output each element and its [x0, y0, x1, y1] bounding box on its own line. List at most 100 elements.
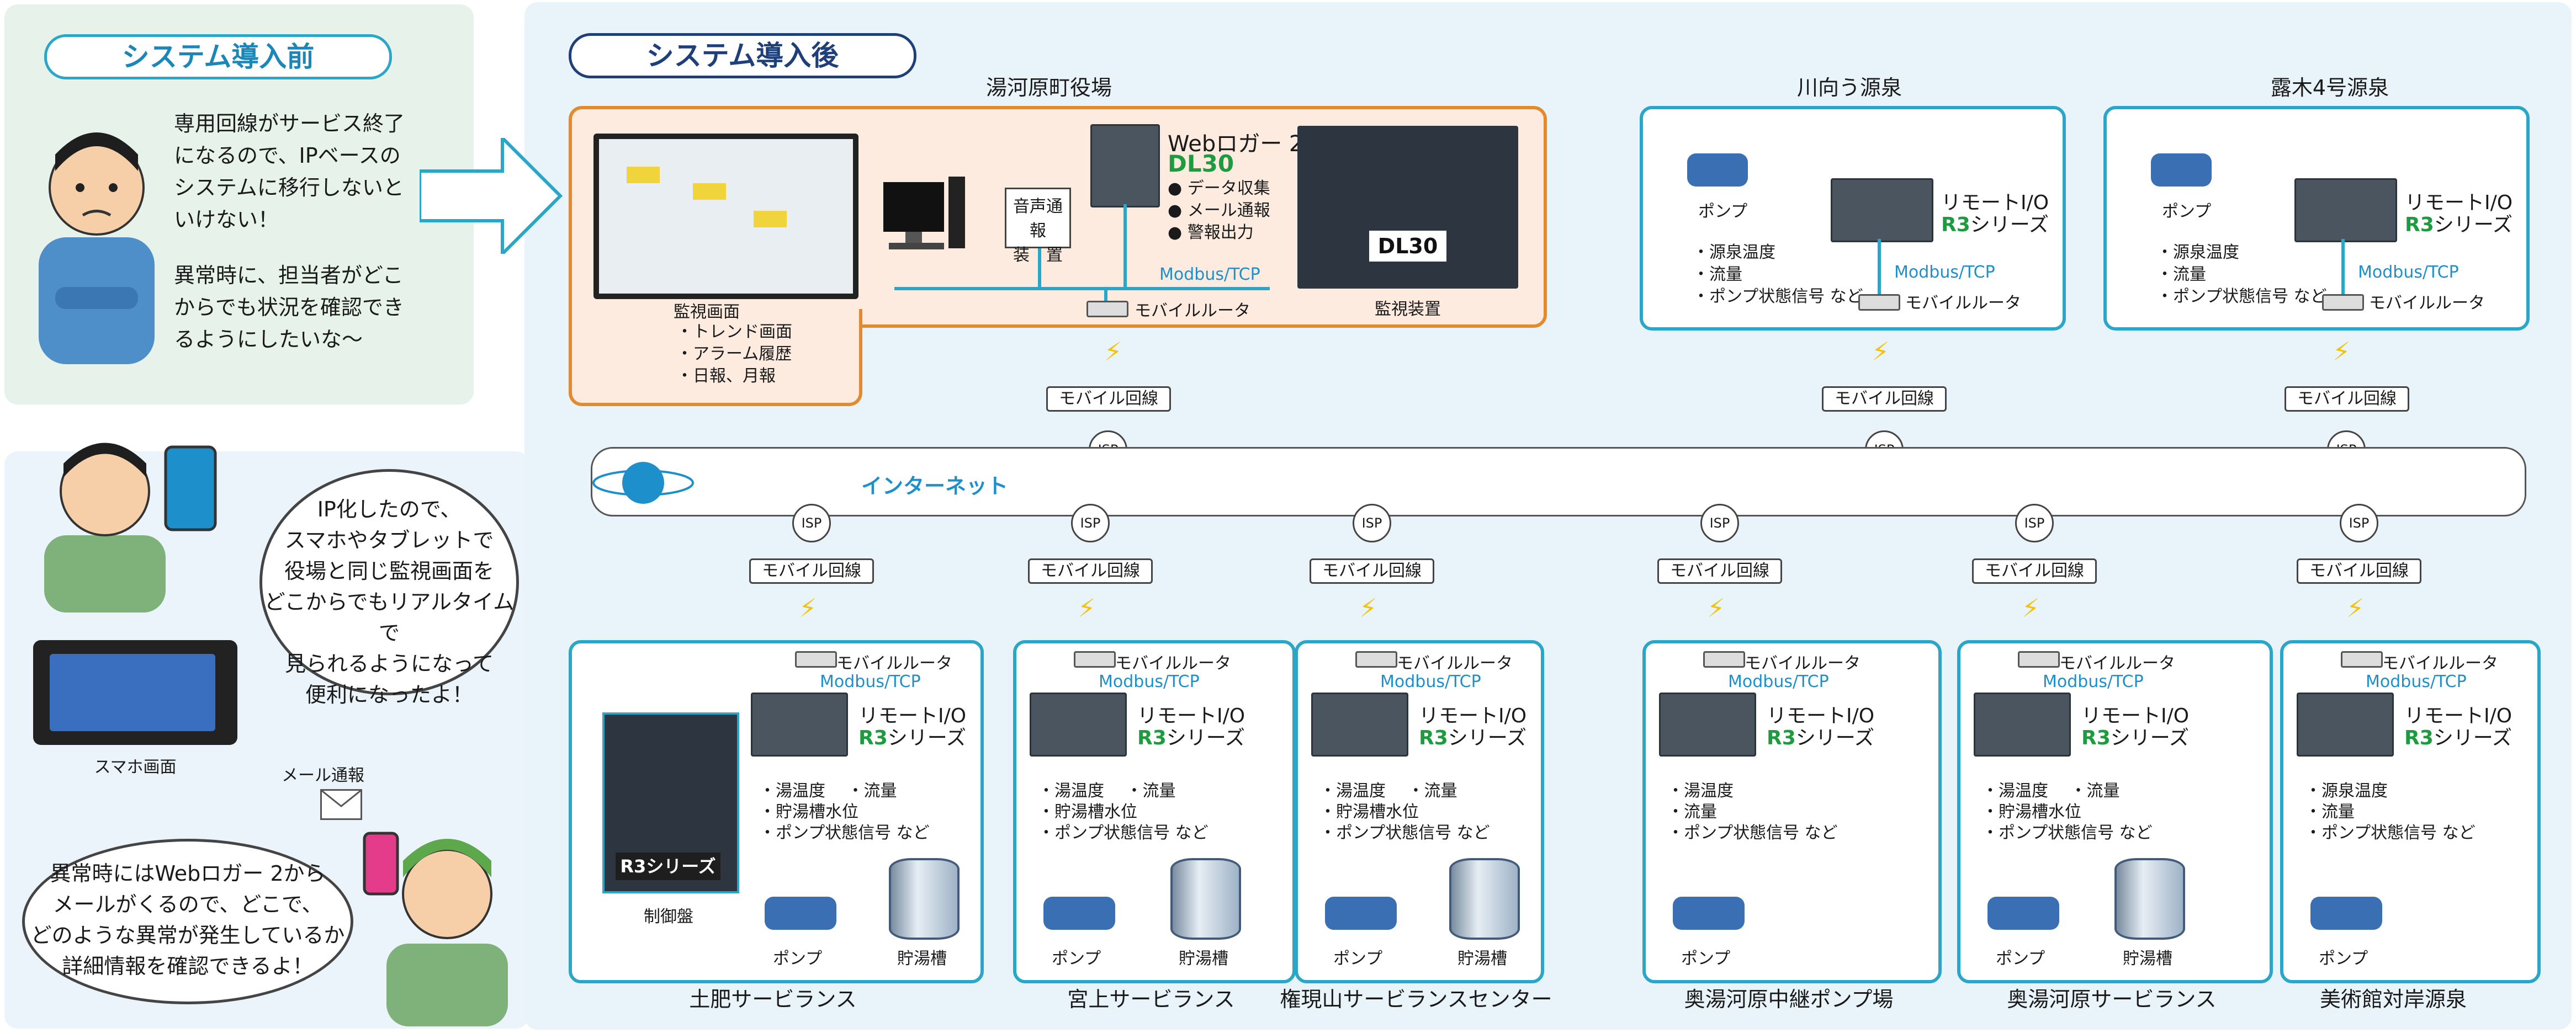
bubble-line: IP化したので、 — [317, 497, 462, 521]
signal-list: ・源泉温度 ・流量 ・ポンプ状態信号 など — [2305, 781, 2476, 844]
feature-item: ● メール通報 — [1168, 201, 1270, 220]
r3-series-label: R3シリーズ — [2404, 722, 2512, 750]
mobile-router-icon — [1858, 294, 1900, 311]
signal-list: ・湯温度 ・流量 ・貯湯槽水位 ・ポンプ状態信号 など — [1319, 781, 1490, 844]
after-title: システム導入後 — [569, 33, 916, 78]
before-title: システム導入前 — [44, 34, 392, 79]
modbus-label: Modbus/TCP — [1099, 672, 1200, 691]
dl30-logger-unit — [1090, 124, 1160, 207]
modbus-label: Modbus/TCP — [2358, 263, 2459, 282]
phone-caption: スマホ画面 — [94, 758, 177, 777]
hot-water-tank-icon — [1449, 858, 1520, 940]
remote-io-label: リモートI/O — [1941, 191, 2049, 214]
r3-name: R3 — [858, 727, 888, 749]
signal-item: ・ポンプ状態信号 など — [2305, 823, 2476, 843]
pump-label: ポンプ — [1333, 949, 1383, 968]
mobile-router-icon — [2341, 651, 2383, 668]
pump-label: ポンプ — [1698, 202, 1748, 221]
speech-line: 異常時に、担当者がどこ — [174, 263, 404, 287]
r3-suffix: シリーズ — [2433, 727, 2512, 749]
wireless-bolt-icon: ⚡ — [1707, 593, 1725, 623]
pump-icon — [1325, 897, 1397, 930]
mobile-line-label: モバイル回線 — [1310, 558, 1434, 584]
bubble-line: 見られるようになって — [284, 652, 494, 676]
site-name: 奥湯河原中継ポンプ場 — [1684, 987, 1894, 1011]
wireless-bolt-icon: ⚡ — [1104, 337, 1122, 366]
device-tag: DL30 — [1369, 231, 1446, 262]
r3-series-label: R3シリーズ — [1419, 722, 1526, 750]
r3-name: R3 — [1941, 214, 1970, 236]
smartphone-screen-image — [33, 640, 237, 745]
remote-io-label: リモートI/O — [2081, 705, 2190, 727]
bubble-line: 役場と同じ監視画面を — [284, 559, 494, 583]
r3-name: R3 — [1137, 727, 1167, 749]
signal-list: ・源泉温度 ・流量 ・ポンプ状態信号 など — [2156, 242, 2327, 308]
modbus-label: Modbus/TCP — [1159, 265, 1260, 284]
speech-line: いけない！ — [174, 207, 279, 232]
feature-item: ● 警報出力 — [1168, 223, 1254, 242]
lan-drop — [1038, 248, 1041, 288]
mobile-router-icon — [795, 651, 837, 668]
pump-label: ポンプ — [1052, 949, 1101, 968]
monitor-screen-image — [593, 134, 858, 299]
remote-io-label: リモートI/O — [858, 705, 967, 727]
signal-item: ・ポンプ状態信号 など — [759, 823, 930, 843]
remote-io-rack — [1030, 693, 1127, 757]
mobile-line-label: モバイル回線 — [1657, 558, 1782, 584]
signal-item: ・源泉温度 — [1693, 243, 1775, 262]
modbus-label: Modbus/TCP — [2043, 672, 2144, 691]
speech-line: システムに移行しないと — [174, 175, 404, 200]
r3-series-label: R3シリーズ — [1941, 209, 2049, 237]
remote-io-rack — [1311, 693, 1408, 757]
isp-node: ISP — [792, 504, 831, 542]
mobile-router-label: モバイルルータ — [1397, 654, 1513, 673]
wireless-bolt-icon: ⚡ — [799, 593, 817, 623]
bubble-line: 詳細情報を確認できるよ！ — [62, 954, 314, 978]
r3-suffix: シリーズ — [2434, 214, 2513, 236]
phone-woman-illustration — [353, 800, 519, 1026]
monitoring-panel-photo: DL30 — [1297, 126, 1518, 289]
signal-item: ・湯温度 ・流量 — [1038, 781, 1176, 801]
modbus-label: Modbus/TCP — [1728, 672, 1829, 691]
mail-envelope-icon — [320, 789, 362, 820]
lan-drop — [2341, 239, 2345, 294]
r3-name: R3 — [2405, 214, 2434, 236]
hot-water-tank-icon — [2114, 858, 2185, 940]
mobile-router-label: モバイルルータ — [2059, 654, 2175, 673]
mobile-line-label: モバイル回線 — [2285, 386, 2409, 412]
site-name: 宮上サービランス — [1067, 987, 1235, 1011]
r3-name: R3 — [1419, 727, 1448, 749]
signal-item: ・貯湯槽水位 — [1319, 802, 1419, 822]
site-name: 権現山サービランスセンター — [1280, 987, 1552, 1011]
hot-water-tank-icon — [889, 858, 960, 940]
signal-item: ・貯湯槽水位 — [1038, 802, 1137, 822]
remote-io-rack — [1659, 693, 1756, 757]
mobile-router-label: モバイルルータ — [1745, 654, 1861, 673]
mobile-router-label: モバイルルータ — [1135, 301, 1250, 321]
r3-suffix: シリーズ — [1795, 727, 1874, 749]
signal-item: ・貯湯槽水位 — [759, 802, 858, 822]
signal-item: ・流量 — [2156, 265, 2206, 284]
lan-drop — [1123, 204, 1127, 288]
remote-io-rack — [751, 693, 848, 757]
worried-man-illustration — [33, 110, 160, 364]
mobile-router-icon — [2018, 651, 2060, 668]
feature-item: ・アラーム履歴 — [676, 344, 792, 364]
pump-icon — [1673, 897, 1745, 930]
pump-label: ポンプ — [2162, 202, 2212, 221]
mobile-router-label: モバイルルータ — [2369, 294, 2485, 313]
pump-icon — [1687, 153, 1748, 187]
remote-io-rack — [1831, 178, 1933, 242]
bubble-line: スマホやタブレットで — [284, 528, 494, 552]
signal-item: ・源泉温度 — [2156, 243, 2239, 262]
mail-label: メール通報 — [282, 766, 364, 785]
pump-icon — [2151, 153, 2212, 187]
signal-item: ・貯湯槽水位 — [1982, 802, 2081, 822]
r3-series-label: R3シリーズ — [2405, 209, 2513, 237]
signal-item: ・ポンプ状態信号 など — [1982, 823, 2153, 843]
pump-label: ポンプ — [2319, 949, 2368, 968]
globe-icon — [591, 452, 696, 513]
pump-icon — [765, 897, 836, 930]
r3-series-label: R3シリーズ — [858, 722, 966, 750]
lan-drop — [1878, 239, 1881, 294]
